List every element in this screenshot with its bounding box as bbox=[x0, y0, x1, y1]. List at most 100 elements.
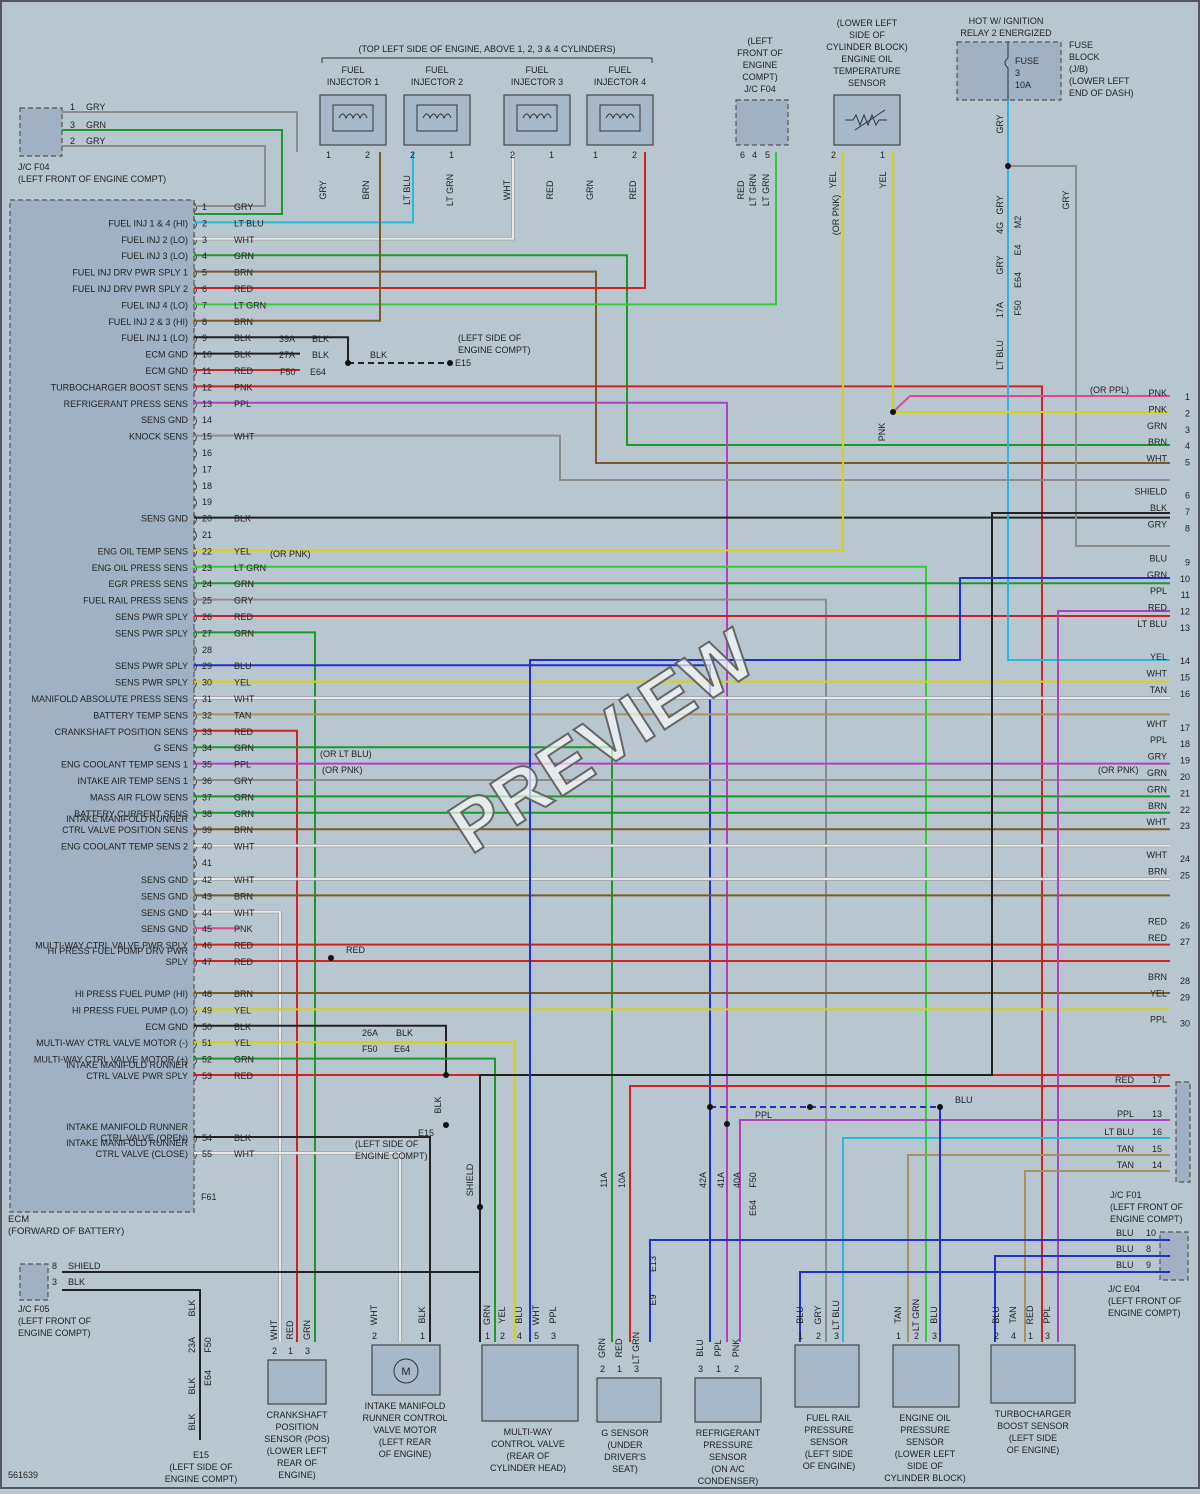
fuse-block bbox=[956, 41, 1062, 101]
ecm-pin-function: HI PRESS FUEL PUMP (LO) bbox=[72, 1005, 188, 1015]
ecm-pin-mark bbox=[193, 202, 197, 213]
wire-outline bbox=[194, 910, 282, 1342]
ecm-box bbox=[9, 199, 195, 1213]
connector-id: F50 bbox=[203, 1337, 213, 1353]
pin-wire: YEL bbox=[878, 171, 888, 188]
pin-number: 5 bbox=[534, 1331, 539, 1341]
ecm-pin-number: 33 bbox=[202, 727, 212, 737]
ecm-pin-mark bbox=[193, 399, 197, 410]
ecm-pin-number: 10 bbox=[202, 350, 212, 360]
ground-location: (LEFT SIDE OF bbox=[355, 1139, 419, 1149]
right-pin-wire: RED bbox=[1148, 933, 1168, 943]
ecm-pin-mark bbox=[193, 661, 197, 672]
ecm-pin-mark bbox=[193, 1071, 197, 1082]
wire bbox=[799, 1271, 1170, 1342]
pin-wire: WHT bbox=[369, 1304, 379, 1325]
ecm-pin-mark bbox=[193, 760, 197, 770]
injector-coil bbox=[516, 104, 558, 132]
splice-wire: BLK bbox=[396, 1028, 413, 1038]
splice-id: 17A bbox=[995, 302, 1005, 318]
injector-coil bbox=[599, 104, 641, 132]
ecm-pin-function: INTAKE MANIFOLD RUNNER bbox=[66, 1060, 188, 1070]
right-pin-number: 23 bbox=[1180, 821, 1190, 831]
ecm-pin-function: FUEL INJ 3 (LO) bbox=[121, 251, 188, 261]
wire bbox=[842, 1137, 1170, 1342]
ecm-pin-mark bbox=[193, 366, 197, 377]
fuse-block-label: BLOCK bbox=[1069, 52, 1100, 62]
ecm-pin-function: REFRIGERANT PRESS SENS bbox=[64, 399, 188, 409]
ecm-pin-function: SENS GND bbox=[141, 924, 189, 934]
pin-number: 1 bbox=[593, 150, 598, 160]
ecm-pin-function: BATTERY TEMP SENS bbox=[93, 710, 188, 720]
right-pin-wire: WHT bbox=[1147, 668, 1168, 678]
pin-wire: RED bbox=[1025, 1305, 1035, 1325]
ecm-pin-function: FUEL RAIL PRESS SENS bbox=[83, 596, 188, 606]
ecm-pin-number: 18 bbox=[202, 481, 212, 491]
oil-temp-sensor-label: TEMPERATURE bbox=[833, 66, 900, 76]
pin-wire: LT GRN bbox=[761, 174, 771, 206]
ecm-pin-number: 27 bbox=[202, 628, 212, 638]
ecm-pin-function: SENS GND bbox=[141, 891, 189, 901]
ecm-pin-number: 38 bbox=[202, 809, 212, 819]
wire bbox=[194, 152, 381, 322]
ecm-pin-mark bbox=[193, 1133, 197, 1144]
splice-id: 27A bbox=[279, 350, 295, 360]
ground-location: ENGINE COMPT) bbox=[458, 345, 531, 355]
ecm-pin-wire: BRN bbox=[234, 825, 253, 835]
wire bbox=[194, 631, 316, 1342]
thermistor-icon bbox=[845, 109, 887, 131]
jc-f04-top-label: J/C F04 bbox=[744, 84, 776, 94]
jc-e04-pin: 8 bbox=[1146, 1244, 1151, 1254]
wire bbox=[629, 1085, 1170, 1342]
right-pin-number: 22 bbox=[1180, 805, 1190, 815]
oil-temp-sensor-label: SIDE OF bbox=[849, 30, 886, 40]
splice-wire: BLK bbox=[187, 1413, 197, 1430]
ecm-pin-function: INTAKE MANIFOLD RUNNER bbox=[66, 814, 188, 824]
splice-wire: BLK bbox=[312, 350, 329, 360]
refrig-label: (ON A/C bbox=[711, 1464, 745, 1474]
pin-number: 1 bbox=[896, 1331, 901, 1341]
ecm-pin-mark bbox=[193, 251, 197, 262]
pin-wire: PPL bbox=[548, 1306, 558, 1323]
ecm-pin-function: FUEL INJ DRV PWR SPLY 2 bbox=[72, 284, 188, 294]
right-pin-number: 7 bbox=[1185, 507, 1190, 517]
injector-name: FUEL bbox=[525, 65, 548, 75]
connector-id: F50 bbox=[280, 367, 296, 377]
ecm-pin-mark bbox=[193, 989, 197, 1000]
ecm-pin-wire: RED bbox=[234, 612, 254, 622]
component-layer bbox=[267, 42, 1076, 1423]
pin-wire: BLU bbox=[695, 1339, 705, 1357]
right-pin-number: 19 bbox=[1180, 756, 1190, 766]
ecm-pin-function: SENS PWR SPLY bbox=[115, 628, 188, 638]
ecm-pin-number: 26 bbox=[202, 612, 212, 622]
splice-dot bbox=[937, 1104, 943, 1110]
ecm-pin-wire: BLK bbox=[234, 1022, 251, 1032]
pin-number: 1 bbox=[716, 1364, 721, 1374]
jc-f04-top-label: ENGINE bbox=[743, 60, 778, 70]
ecm-pin-wire: YEL bbox=[234, 546, 251, 556]
pin-wire: LT GRN bbox=[445, 174, 455, 206]
fuse-number: 3 bbox=[1015, 68, 1020, 78]
oil-temp-sensor-label: SENSOR bbox=[848, 78, 887, 88]
injector-name: FUEL bbox=[608, 65, 631, 75]
ecm-pin-number: 34 bbox=[202, 743, 212, 753]
fuse-wire: GRY bbox=[995, 195, 1005, 214]
pin-wire: PNK bbox=[731, 1339, 741, 1358]
refrig-label: SENSOR bbox=[709, 1452, 748, 1462]
right-pin-wire: RED bbox=[1148, 917, 1168, 927]
connector-id: F50 bbox=[748, 1172, 758, 1188]
jc-f01-wire: TAN bbox=[1117, 1160, 1134, 1170]
ecm-pin-function: FUEL INJ 4 (LO) bbox=[121, 300, 188, 310]
ecm-pin-mark bbox=[193, 333, 197, 344]
jc-f05-label: ENGINE COMPT) bbox=[18, 1328, 91, 1338]
injector-coil bbox=[332, 104, 374, 132]
right-pin-wire: BRN bbox=[1148, 437, 1167, 447]
ecm-pin-function: SENS GND bbox=[141, 908, 189, 918]
pin-number: 4 bbox=[752, 150, 757, 160]
imrc-label: INTAKE MANIFOLD bbox=[365, 1401, 446, 1411]
ecm-pin-function: CTRL VALVE POSITION SENS bbox=[62, 825, 188, 835]
ecm-pin-number: 53 bbox=[202, 1071, 212, 1081]
ecm-pin-mark bbox=[193, 579, 197, 590]
ecm-pin-wire: TAN bbox=[234, 710, 251, 720]
